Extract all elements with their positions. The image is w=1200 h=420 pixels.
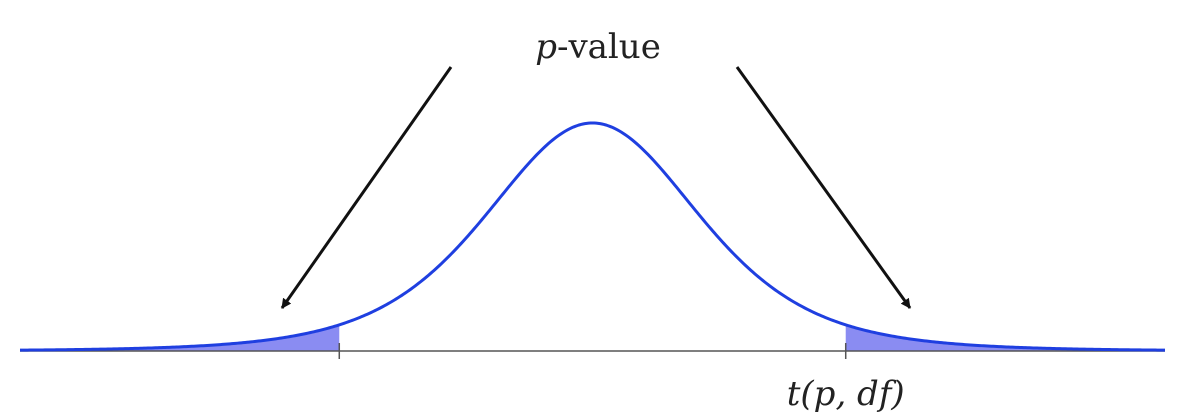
right-arrow bbox=[735, 66, 912, 309]
left-tail-area bbox=[20, 324, 340, 351]
right-tail-area bbox=[845, 324, 1165, 351]
density-curve bbox=[19, 121, 1166, 352]
critical-value-label: t(p, df) bbox=[787, 374, 905, 414]
left-arrow bbox=[280, 66, 453, 309]
p-value-label: p-value bbox=[535, 27, 661, 67]
